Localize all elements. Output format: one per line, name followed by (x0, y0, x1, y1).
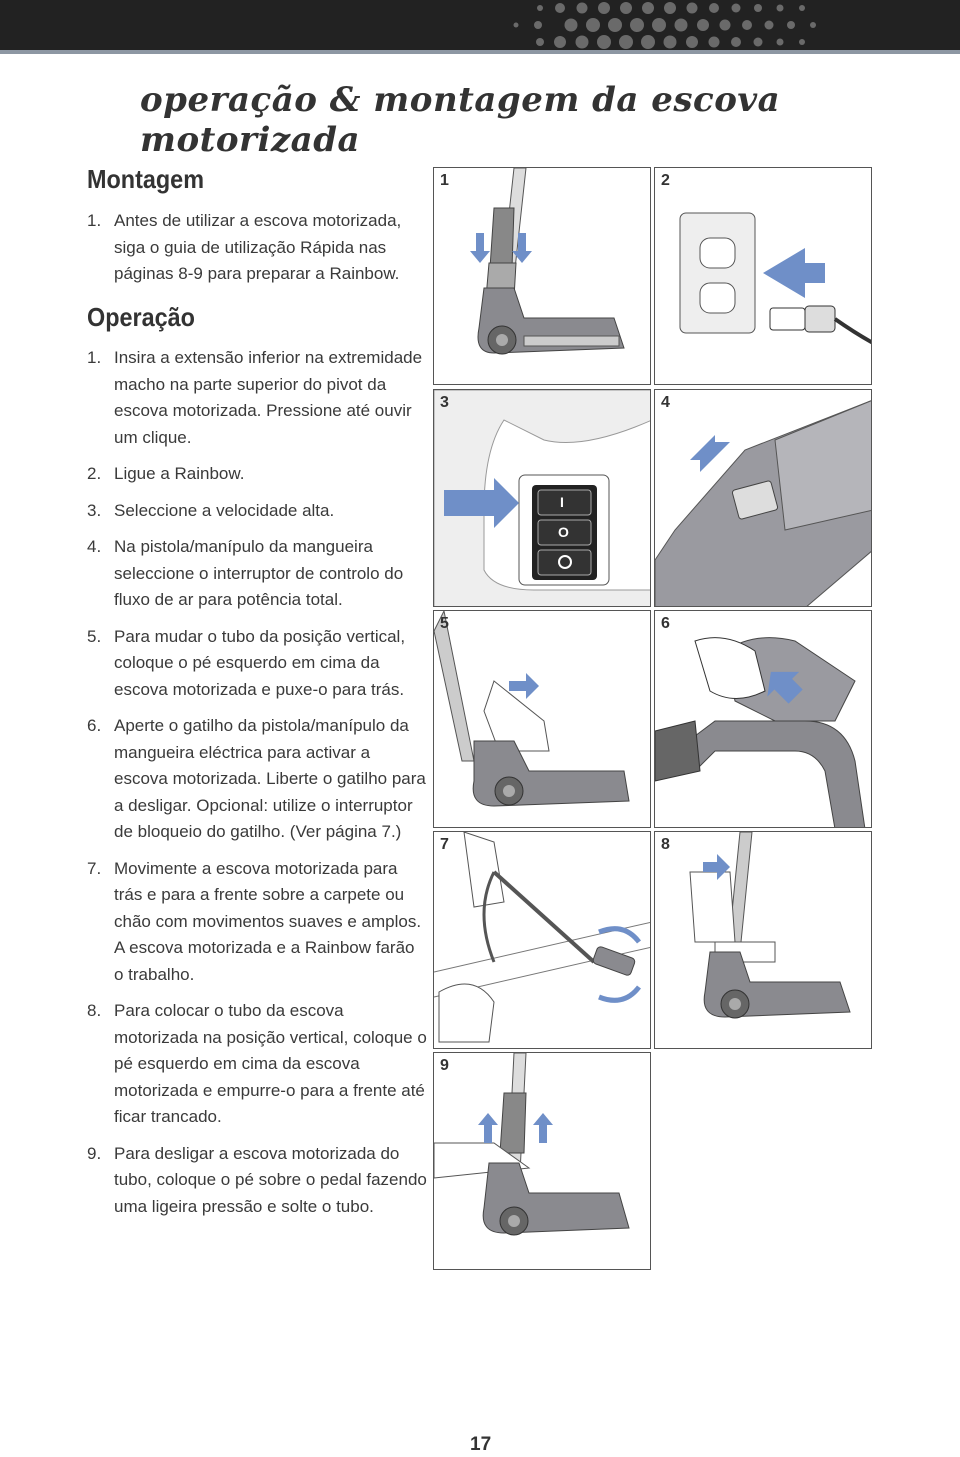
vacuuming-illustration (434, 832, 650, 1043)
operacao-step-8: 8. Para colocar o tubo da escova motoriz… (87, 998, 427, 1131)
panel-number: 5 (440, 615, 449, 632)
panel-number: 7 (440, 836, 449, 853)
operacao-step-6: 6. Aperte o gatilho da pistola/manípulo … (87, 713, 427, 846)
page-number: 17 (470, 1434, 492, 1455)
powernozzle-attach-illustration (470, 168, 625, 355)
illustration-panel-2: 2 (654, 167, 872, 385)
step-number: 8. (87, 1001, 102, 1020)
operacao-steps: 1. Insira a extensão inferior na extremi… (87, 345, 427, 1230)
switch-off-symbol: O (558, 524, 569, 540)
step-text: Seleccione a velocidade alta. (114, 500, 335, 520)
page-title: operação & montagem da escova motorizada (140, 80, 781, 160)
switch-high-symbol: I (560, 494, 564, 510)
foot-push-forward-illustration (689, 832, 851, 1019)
step-number: 5. (87, 626, 102, 646)
step-text: Movimente a escova motorizada para trás … (114, 858, 422, 984)
step-text: Insira a extensão inferior na extremidad… (114, 348, 423, 447)
step-number: 1. (87, 211, 102, 230)
step-number: 6. (87, 716, 102, 735)
step-number: 7. (87, 858, 102, 878)
panel-number: 6 (661, 615, 670, 632)
step-number: 4. (87, 537, 102, 556)
panel-number: 8 (661, 836, 670, 853)
illustration-panel-7: 7 (433, 831, 651, 1049)
speed-switch-illustration (434, 390, 650, 606)
hose-handle-switch-illustration (655, 400, 871, 606)
panel-number: 4 (661, 394, 670, 411)
step-number: 2. (87, 464, 102, 483)
panel-number: 3 (440, 394, 449, 411)
header-dot-pattern (513, 2, 816, 49)
step-number: 1. (87, 348, 102, 367)
illustration-panel-9: 9 (433, 1052, 651, 1270)
illustration-panel-1: 1 (433, 167, 651, 385)
step-number: 3. (87, 500, 102, 520)
step-text: Para colocar o tubo da escova motorizada… (114, 1001, 427, 1126)
operacao-step-2: 2. Ligue a Rainbow. (87, 461, 427, 488)
montagem-heading: Montagem (87, 164, 204, 194)
step-text: Antes de utilizar a escova motorizada, s… (114, 211, 402, 283)
montagem-steps: 1. Antes de utilizar a escova motorizada… (87, 208, 427, 298)
step-text: Aperte o gatilho da pistola/manípulo da … (114, 716, 426, 841)
step-text: Para desligar a escova motorizada do tub… (114, 1143, 427, 1216)
illustration-panel-5: 5 (433, 610, 651, 828)
foot-pull-back-illustration (434, 611, 630, 807)
operacao-step-5: 5. Para mudar o tubo da posição vertical… (87, 624, 427, 704)
operacao-step-1: 1. Insira a extensão inferior na extremi… (87, 345, 427, 451)
operacao-step-9: 9. Para desligar a escova motorizada do … (87, 1141, 427, 1221)
panel-number: 2 (661, 172, 670, 189)
operacao-heading: Operação (87, 302, 195, 332)
operacao-step-7: 7. Movimente a escova motorizada para tr… (87, 856, 427, 989)
operacao-step-4: 4. Na pistola/manípulo da mangueira sele… (87, 534, 427, 614)
illustration-panel-3: 3 I O (433, 389, 651, 607)
illustration-panel-6: 6 (654, 610, 872, 828)
header-bar (0, 0, 960, 50)
hose-trigger-illustration (655, 637, 866, 827)
montagem-step-1: 1. Antes de utilizar a escova motorizada… (87, 208, 427, 288)
step-text: Ligue a Rainbow. (114, 464, 245, 483)
panel-number: 9 (440, 1057, 449, 1074)
step-text: Para mudar o tubo da posição vertical, c… (114, 626, 406, 699)
step-number: 9. (87, 1143, 102, 1163)
detach-wand-illustration (434, 1053, 630, 1236)
illustration-panel-8: 8 (654, 831, 872, 1049)
wall-outlet-plug-illustration (679, 212, 871, 345)
operacao-step-3: 3. Seleccione a velocidade alta. (87, 498, 427, 525)
step-text: Na pistola/manípulo da mangueira selecci… (114, 537, 404, 609)
illustration-panel-4: 4 (654, 389, 872, 607)
panel-number: 1 (440, 172, 449, 189)
header-rule (0, 50, 960, 54)
